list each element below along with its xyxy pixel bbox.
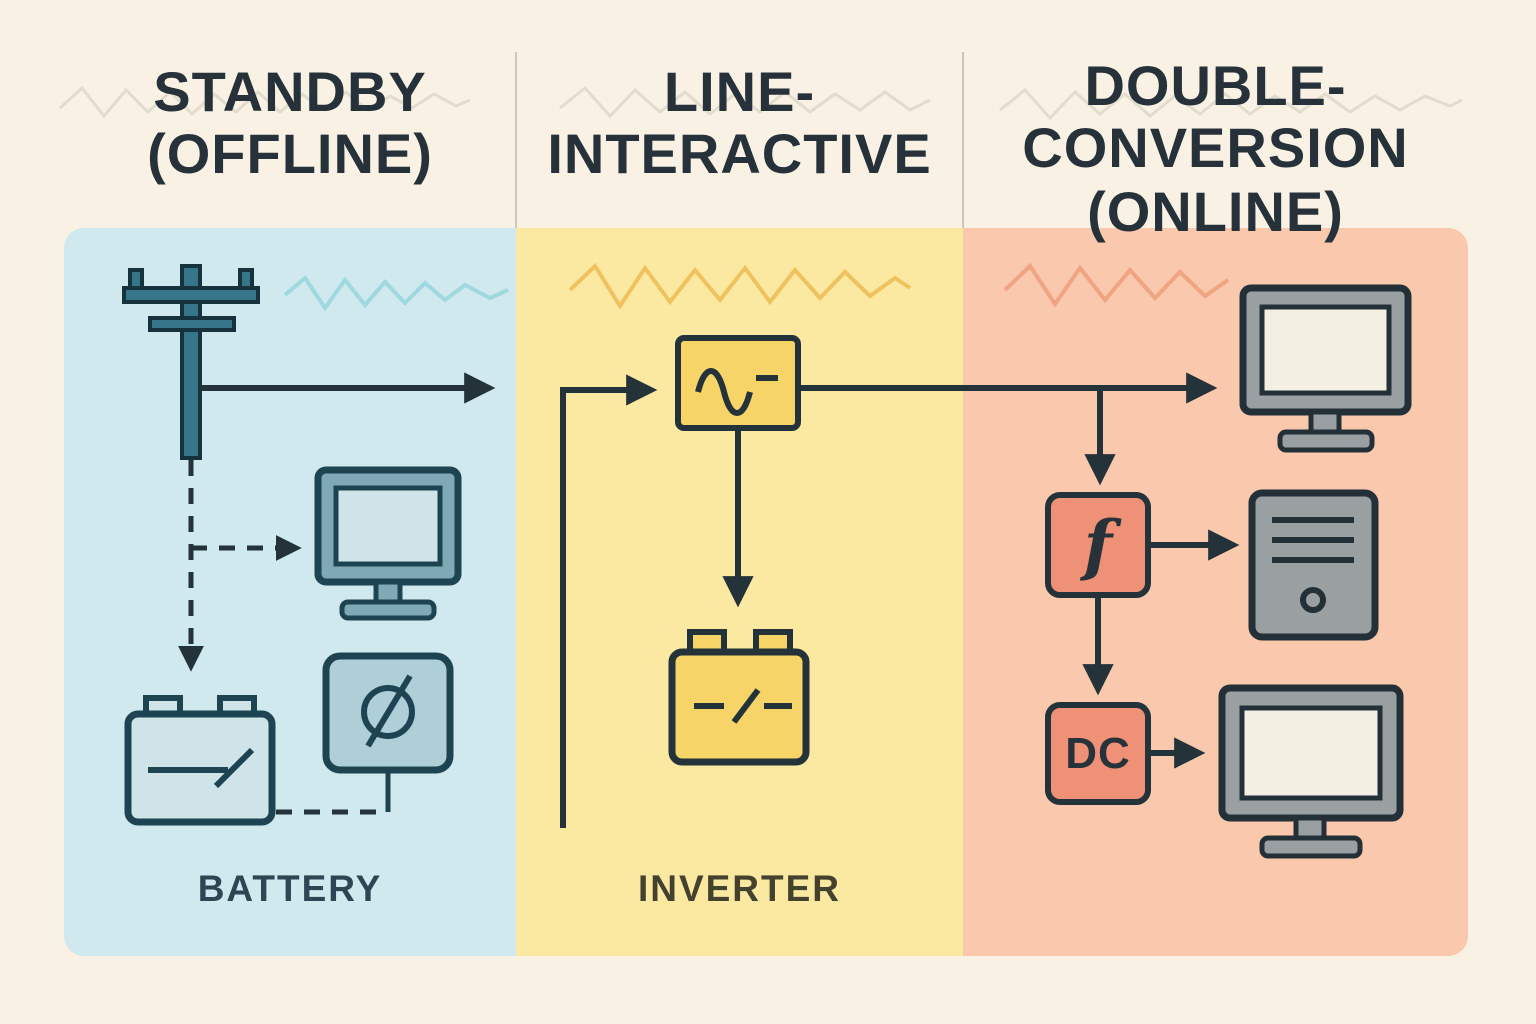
header-divider [962,52,964,228]
panel-double-conversion [963,228,1468,956]
dc-box-label: DC [1065,728,1131,778]
rectifier-box-label: f [1083,506,1113,584]
panel-line-interactive [516,228,963,956]
title-double-conversion-line2: CONVERSION [1022,116,1409,179]
title-standby-line2: (OFFLINE) [147,122,433,185]
caption-inverter: INVERTER [637,868,842,909]
caption-battery: BATTERY [197,868,383,909]
panel-standby [64,228,516,956]
header-divider [515,52,517,228]
title-line-interactive-line1: LINE- [663,60,816,123]
title-double-conversion-line1: DOUBLE- [1084,54,1347,117]
title-line-interactive-line2: INTERACTIVE [547,122,932,185]
title-standby-line1: STANDBY [153,60,427,123]
title-double-conversion-line3: (ONLINE) [1087,180,1344,243]
